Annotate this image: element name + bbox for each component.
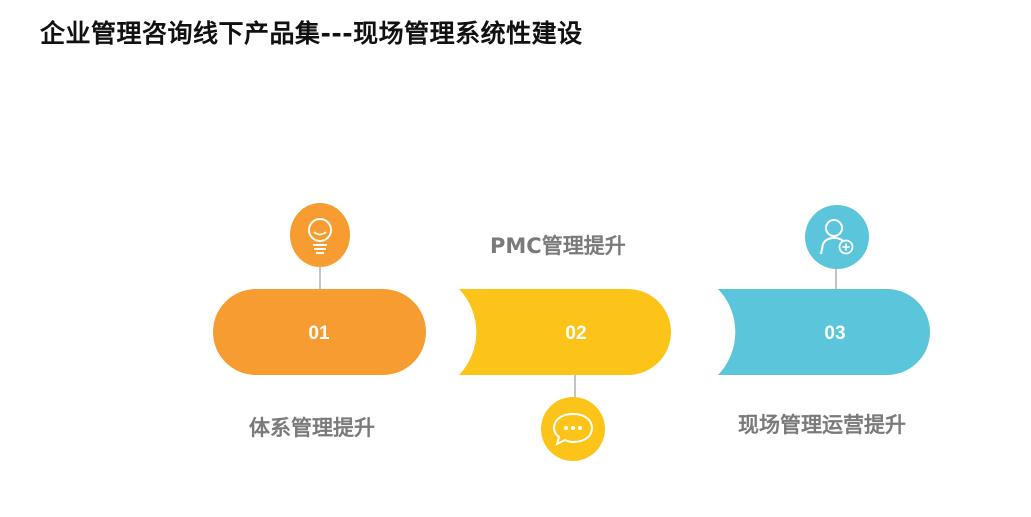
step-2: 02 [459,289,671,461]
step-3-shape [718,289,930,375]
step-3-number: 03 [824,323,845,344]
step-1: 01 [213,203,426,375]
user-add-icon [805,205,869,269]
step-1-shape [213,289,426,375]
chat-bubble-icon [541,397,605,461]
step-2-label: PMC管理提升 [490,234,626,258]
lightbulb-icon [290,203,350,267]
step-2-shape [459,289,671,375]
page-title: 企业管理咨询线下产品集---现场管理系统性建设 [40,19,583,48]
step-2-number: 02 [565,323,586,344]
step-1-number: 01 [308,323,330,344]
step-3-label: 现场管理运营提升 [738,413,906,437]
step-3: 03 [718,205,930,375]
step-1-label: 体系管理提升 [249,416,375,440]
